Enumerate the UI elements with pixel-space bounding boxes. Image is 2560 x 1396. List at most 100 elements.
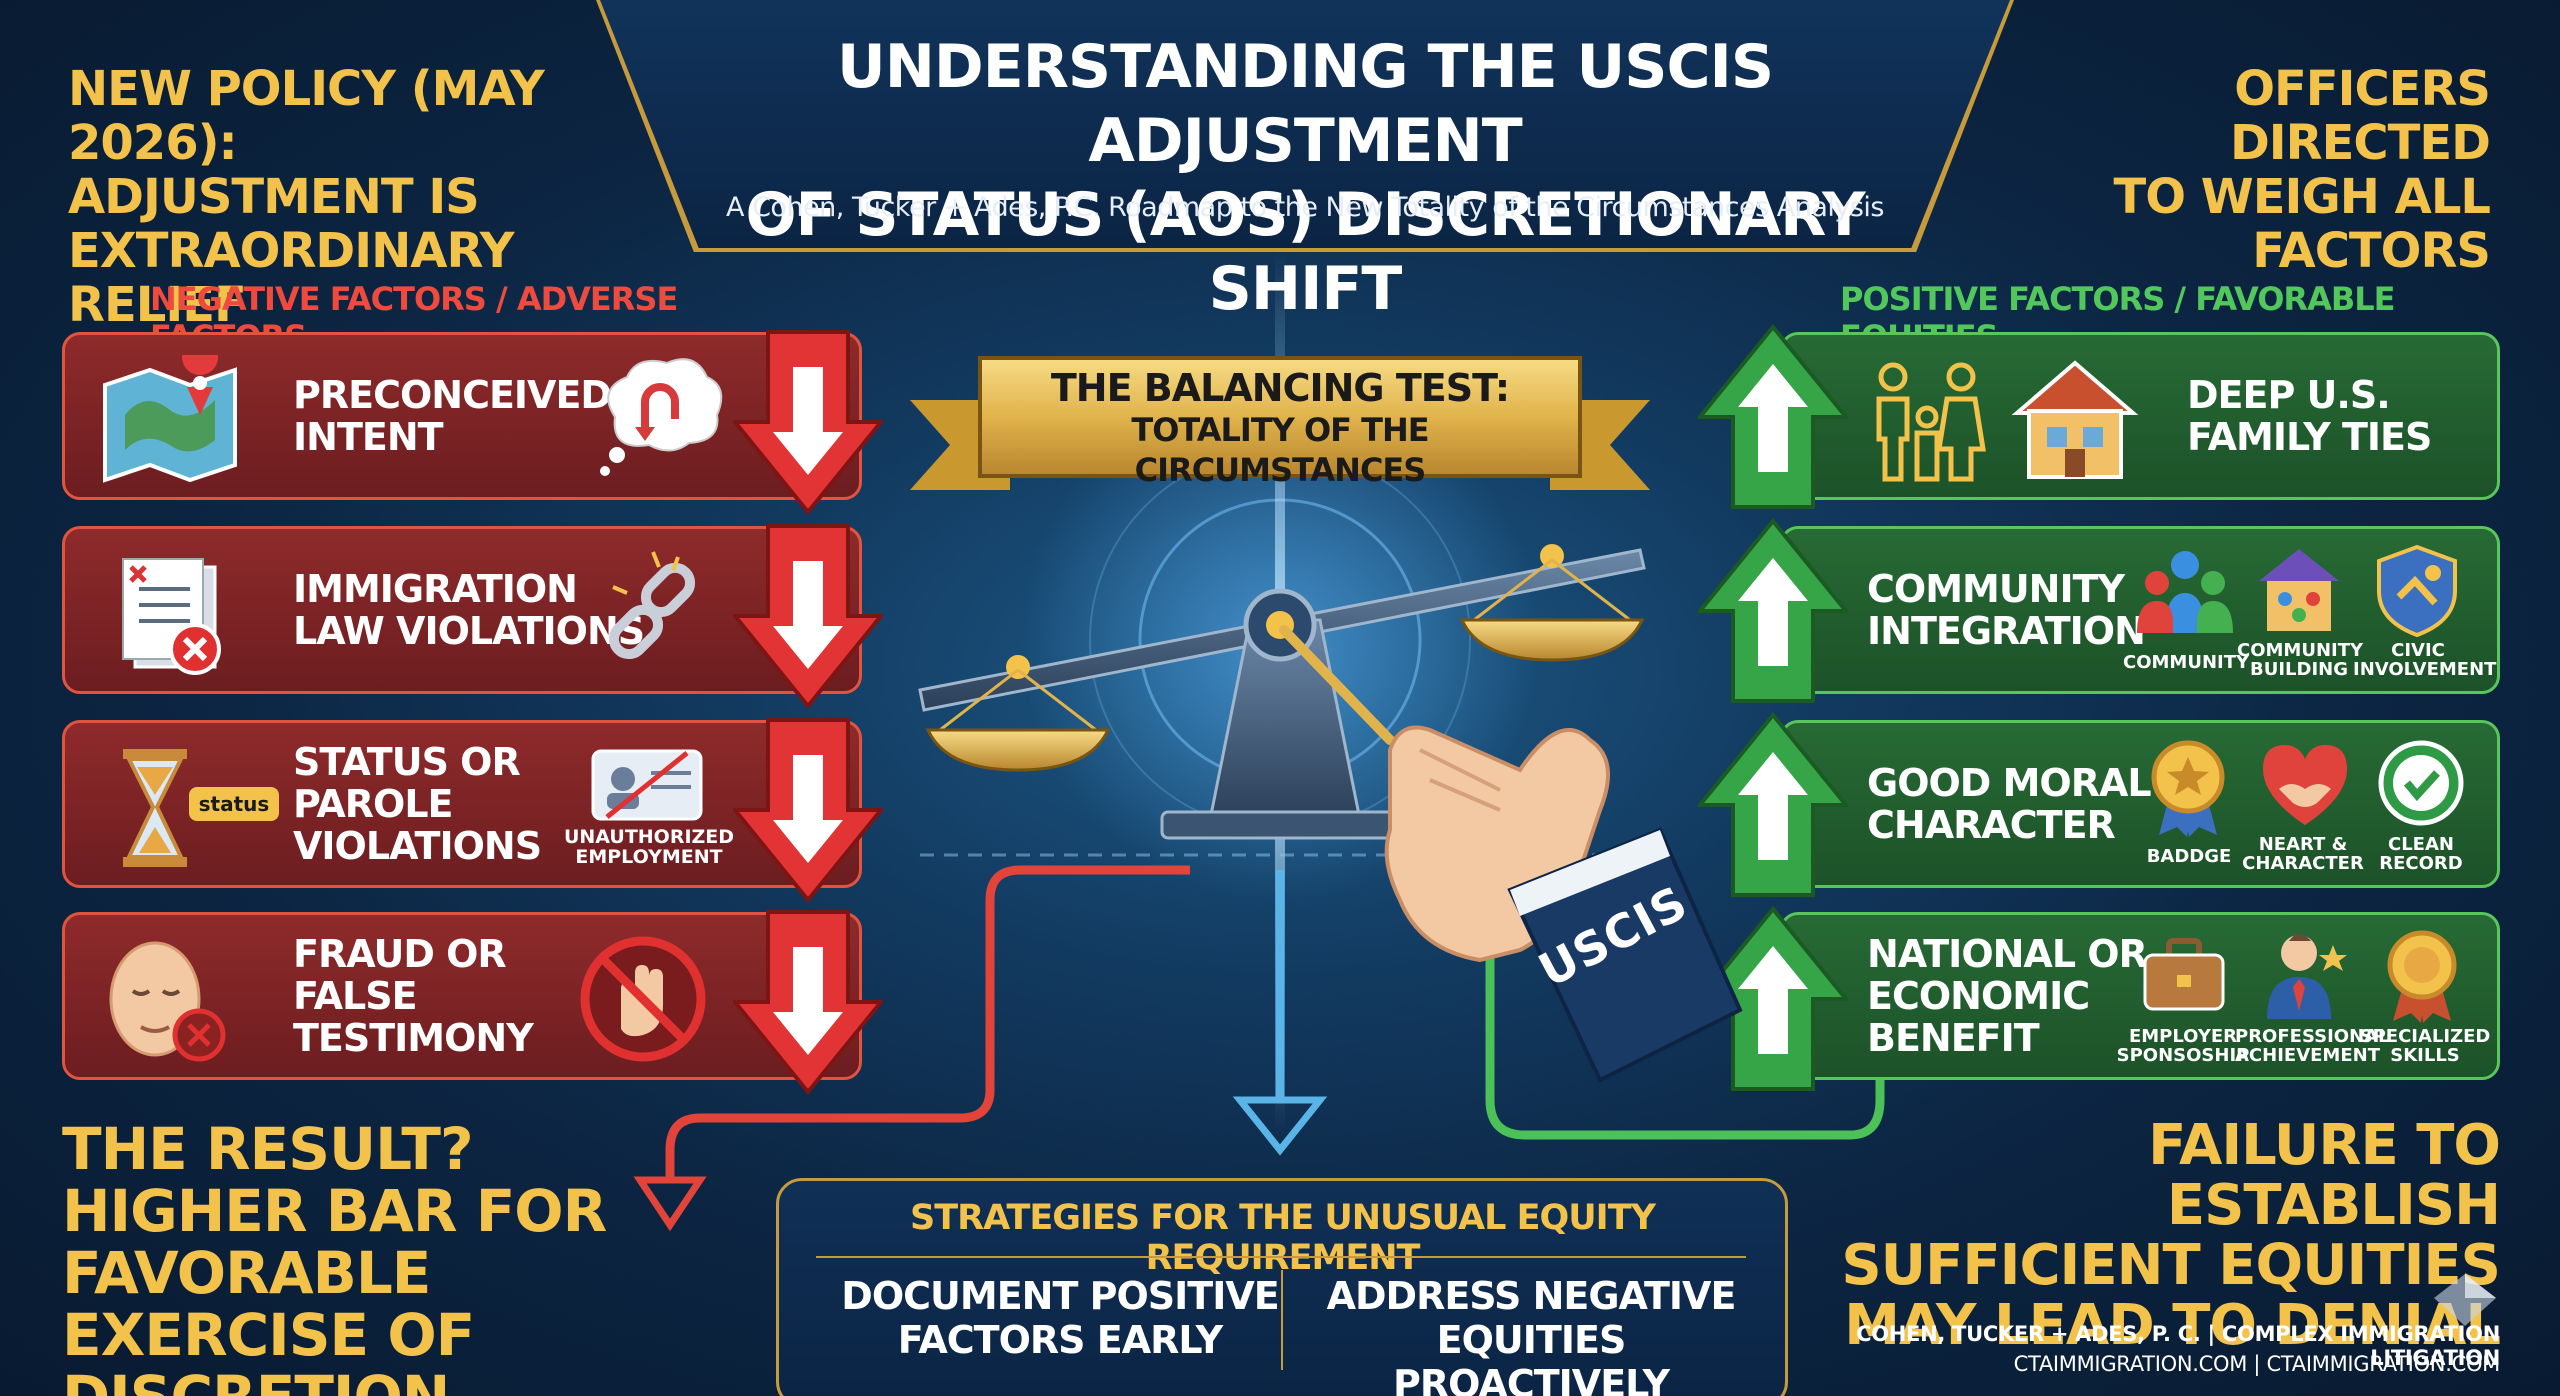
- map-pin-icon: [103, 355, 237, 483]
- specialized-skills-caption: SPECIALIZED SKILLS: [2359, 1027, 2491, 1065]
- civic-involvement-icon: [2377, 544, 2457, 638]
- label-line: GOOD MORAL: [1867, 761, 2152, 805]
- caption-line: SKILLS: [2390, 1045, 2460, 1066]
- negative-factor-label: IMMIGRATION LAW VIOLATIONS: [293, 529, 645, 691]
- caption-line: EMPLOYER: [2128, 1026, 2238, 1047]
- title-line: UNDERSTANDING THE USCIS ADJUSTMENT: [836, 32, 1774, 176]
- failure-statement: FAILURE TO ESTABLISH SUFFICIENT EQUITIES…: [1830, 1113, 2501, 1356]
- title-line: OF STATUS (AOS) DISCRETIONARY SHIFT: [745, 180, 1865, 324]
- negative-factor-card: IMMIGRATION LAW VIOLATIONS: [62, 524, 883, 710]
- house-icon: [2011, 360, 2139, 479]
- label-line: PRECONCEIVED: [293, 373, 612, 417]
- clean-record-caption: CLEAN RECORD: [2359, 835, 2483, 873]
- callout-line: NEW POLICY (MAY 2026):: [68, 61, 545, 171]
- positive-factor-label: NATIONAL OR ECONOMIC BENEFIT: [1867, 915, 2148, 1077]
- callout-line: TO WEIGH ALL: [2113, 169, 2491, 225]
- balancing-test-title: THE BALANCING TEST: TOTALITY OF THE CIRC…: [990, 366, 1570, 490]
- caption-line: COMMUNITY: [2123, 652, 2250, 673]
- up-arrow-icon: [1698, 711, 1848, 897]
- up-arrow-icon: [1698, 323, 1848, 509]
- thought-bubble-icon: [600, 358, 723, 476]
- diamond-logo-icon: [2434, 1274, 2496, 1326]
- page-subtitle: A Cohen, Tucker + Ades, P.C. Roadmap to …: [726, 192, 1884, 223]
- scale-of-justice-icon: [918, 544, 1646, 840]
- positive-factor-label: GOOD MORAL CHARACTER: [1867, 723, 2152, 885]
- label-line: NATIONAL OR: [1867, 932, 2148, 976]
- positive-factor-label: DEEP U.S. FAMILY TIES: [2187, 335, 2432, 497]
- label-line: TESTIMONY: [293, 1016, 534, 1060]
- strategies-column-divider: [1281, 1270, 1283, 1370]
- employer-sponsorship-caption: EMPLOYER SPONSOSHIP: [2113, 1027, 2253, 1065]
- unauthorized-employment-caption: UNAUTHORIZED EMPLOYMENT: [559, 827, 739, 867]
- community-building-icon: [2259, 549, 2339, 631]
- caption-line: BUILDING: [2250, 659, 2348, 680]
- briefcase-icon: [2143, 938, 2225, 1011]
- label-line: INTEGRATION: [1867, 609, 2146, 653]
- caption-line: SPONSOSHIP: [2116, 1045, 2250, 1066]
- heart-character-caption: NEART & CHARACTER: [2241, 835, 2365, 873]
- document-violation-icon: [122, 558, 221, 675]
- label-line: INTENT: [293, 415, 444, 459]
- professional-icon: [2267, 934, 2347, 1019]
- banner-line: TOTALITY OF THE CIRCUMSTANCES: [1131, 411, 1429, 489]
- footer-website-line: CTAIMMIGRATION.COM | CTAIMMIGRATION.COM: [2013, 1352, 2501, 1376]
- hand-icon: [1384, 725, 1743, 1083]
- positive-factor-card: DEEP U.S. FAMILY TIES: [1780, 332, 2500, 500]
- strategy-line: FACTORS EARLY: [897, 1318, 1223, 1362]
- negative-factor-label: STATUS OR PAROLE VIOLATIONS: [293, 723, 542, 885]
- community-caption: COMMUNITY: [2123, 652, 2250, 673]
- family-icon: [1876, 362, 1986, 482]
- strategy-line: ADDRESS NEGATIVE: [1326, 1274, 1737, 1318]
- negative-factor-label: FRAUD OR FALSE TESTIMONY: [293, 915, 534, 1077]
- community-building-caption: COMMUNITY BUILDING: [2237, 640, 2364, 680]
- officers-callout: OFFICERS DIRECTED TO WEIGH ALL FACTORS: [1980, 61, 2491, 279]
- skills-medal-icon: [2387, 930, 2457, 1023]
- callout-line: OFFICERS DIRECTED: [2229, 61, 2491, 171]
- status-badge: status: [189, 787, 279, 821]
- strategy-line: EQUITIES PROACTIVELY: [1393, 1318, 1670, 1396]
- label-line: ECONOMIC: [1867, 974, 2090, 1018]
- callout-line: FACTORS: [2252, 223, 2491, 279]
- label-line: LAW VIOLATIONS: [293, 609, 645, 653]
- result-line: EXERCISE OF DISCRETION: [62, 1301, 475, 1396]
- callout-line: EXTRAORDINARY RELIEF: [68, 223, 515, 333]
- label-line: CHARACTER: [1867, 803, 2116, 847]
- caption-line: INVOLVEMENT: [2353, 659, 2497, 680]
- positive-factor-card: GOOD MORAL CHARACTER BADDGE NEART & CHAR…: [1780, 720, 2500, 888]
- positive-factor-card: NATIONAL OR ECONOMIC BENEFIT EMPLOYER SP…: [1780, 912, 2500, 1080]
- up-arrow-icon: [1698, 905, 1848, 1091]
- caption-line: RECORD: [2379, 853, 2463, 874]
- strategy-address-negative: ADDRESS NEGATIVE EQUITIES PROACTIVELY: [1296, 1274, 1766, 1396]
- badge-caption: BADDGE: [2127, 847, 2251, 866]
- badge-icon: [2151, 740, 2225, 837]
- caption-line: CHARACTER: [2242, 853, 2364, 874]
- policy-callout: NEW POLICY (MAY 2026): ADJUSTMENT IS EXT…: [68, 62, 648, 332]
- caption-line: EMPLOYMENT: [575, 846, 723, 868]
- banner-line: THE BALANCING TEST:: [1050, 366, 1510, 410]
- label-line: COMMUNITY: [1867, 567, 2125, 611]
- caption-line: CLEAN: [2388, 834, 2454, 855]
- negative-factor-card: PRECONCEIVED INTENT: [62, 330, 883, 516]
- community-icon: [2137, 551, 2233, 633]
- result-line: THE RESULT?: [62, 1115, 474, 1183]
- label-line: VIOLATIONS: [293, 824, 542, 868]
- label-line: STATUS OR: [293, 740, 521, 784]
- check-icon: [2378, 740, 2464, 826]
- caption-line: CIVIC: [2391, 640, 2445, 661]
- negative-factor-card: status STATUS OR PAROLE VIOLATIONS UNAUT…: [62, 718, 883, 904]
- face-icon: [109, 941, 226, 1062]
- caption-line: UNAUTHORIZED: [563, 826, 735, 848]
- footer-firm-line: COHEN, TUCKER + ADES, P. C. | COMPLEX IM…: [1856, 1322, 2500, 1370]
- failure-line: FAILURE TO ESTABLISH: [2148, 1113, 2501, 1238]
- negative-factor-card: FRAUD OR FALSE TESTIMONY: [62, 910, 883, 1096]
- broken-chain-icon: [608, 551, 696, 660]
- label-line: IMMIGRATION: [293, 567, 578, 611]
- caption-line: NEART &: [2258, 834, 2348, 855]
- caption-line: COMMUNITY: [2237, 640, 2364, 661]
- callout-line: ADJUSTMENT IS: [68, 169, 480, 225]
- professional-achievement-caption: PROFESSIONAL ACHIEVEMENT: [2235, 1027, 2390, 1065]
- result-line: HIGHER BAR FOR: [62, 1177, 607, 1245]
- failure-line: SUFFICIENT EQUITIES: [1841, 1233, 2501, 1298]
- caption-line: SPECIALIZED: [2359, 1026, 2491, 1047]
- page-title: UNDERSTANDING THE USCIS ADJUSTMENT OF ST…: [680, 30, 1930, 326]
